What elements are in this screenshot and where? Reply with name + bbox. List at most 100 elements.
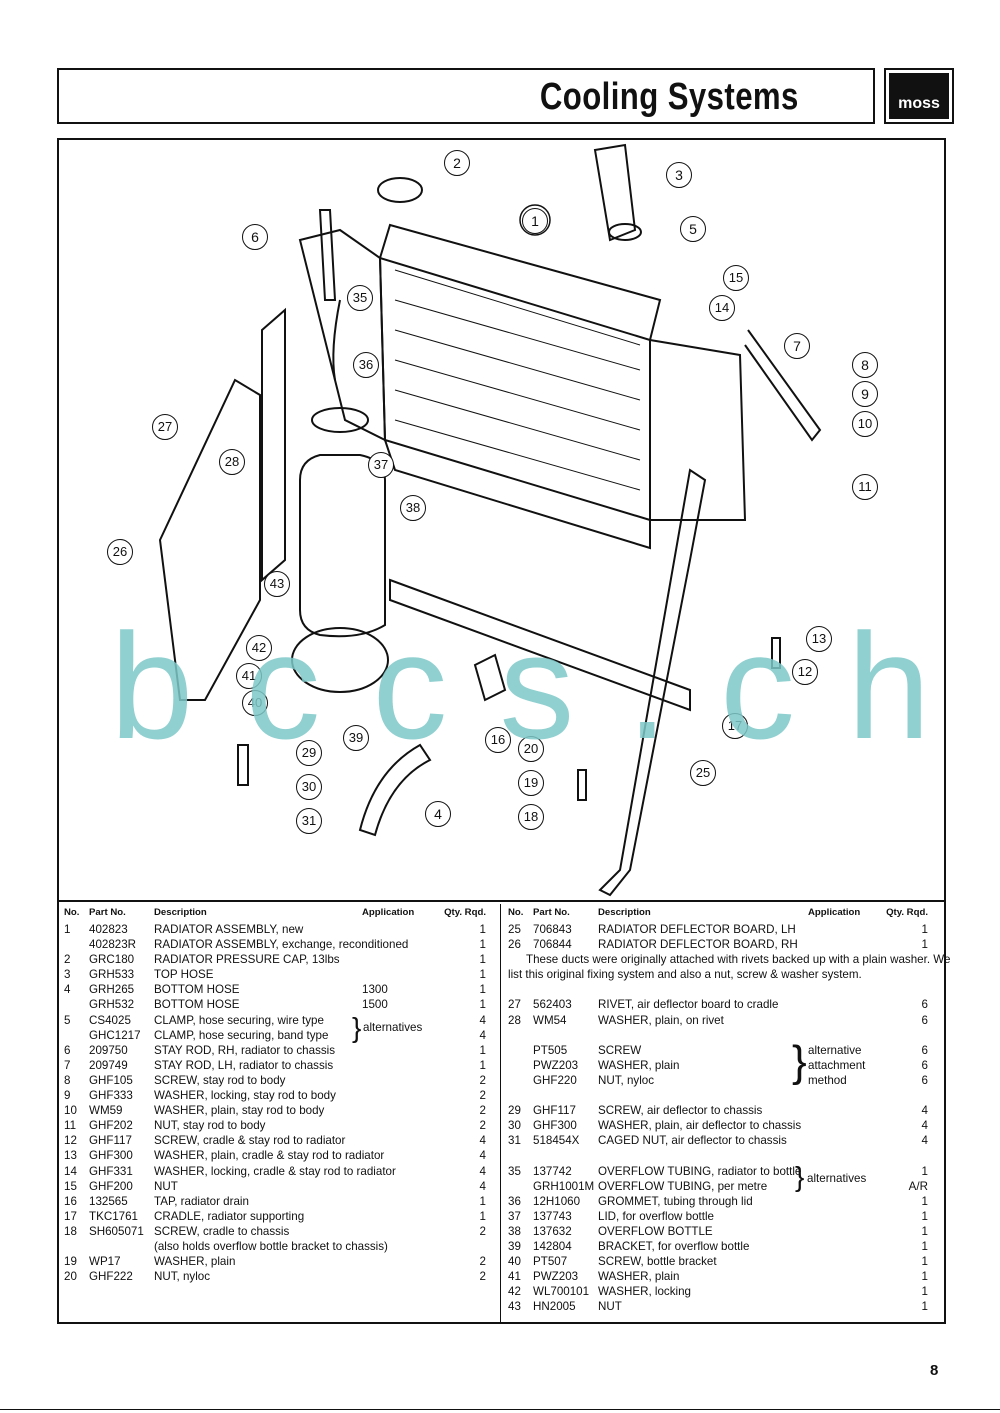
callout-15: 15 [723, 265, 749, 291]
cell-part: 209750 [89, 1043, 128, 1057]
cell-qty: 6 [921, 998, 928, 1012]
alt-brace: } [792, 1037, 807, 1086]
cell-part: 137632 [533, 1224, 572, 1238]
cell-part: WL700101 [533, 1285, 590, 1299]
callout-42: 42 [246, 635, 272, 661]
cell-part: SH605071 [89, 1224, 144, 1238]
cell-app: 1300 [362, 983, 388, 997]
cell-qty: 1 [921, 1194, 928, 1208]
cell-part: CS4025 [89, 1013, 131, 1027]
cell-qty: 1 [479, 1043, 486, 1057]
cell-desc: WASHER, plain, on rivet [598, 1013, 724, 1027]
cell-no: 26 [508, 938, 521, 952]
cell-desc: NUT [154, 1179, 178, 1193]
callout-14: 14 [709, 295, 735, 321]
cell-part: GHF105 [89, 1073, 133, 1087]
cell-part: GHF117 [533, 1104, 576, 1118]
cell-part: GHF202 [89, 1119, 133, 1133]
cell-desc: SCREW, cradle & stay rod to radiator [154, 1134, 346, 1148]
cell-no: 8 [64, 1073, 71, 1087]
cell-desc: OVERFLOW TUBING, per metre [598, 1179, 768, 1193]
cell-part: PT507 [533, 1255, 568, 1269]
cell-qty: 2 [479, 1224, 486, 1238]
callout-35: 35 [347, 285, 373, 311]
cell-qty: 1 [921, 1270, 928, 1284]
cell-qty: 4 [479, 1164, 486, 1178]
cell-qty: 2 [479, 1073, 486, 1087]
callout-20: 20 [518, 736, 544, 762]
cell-desc: WASHER, locking, cradle & stay rod to ra… [154, 1164, 396, 1178]
cell-qty: 2 [479, 1104, 486, 1118]
left-brace: } [352, 1012, 362, 1043]
cell-desc: NUT [598, 1300, 622, 1314]
cell-no: 28 [508, 1013, 521, 1027]
callout-36: 36 [353, 352, 379, 378]
cell-desc: GROMMET, tubing through lid [598, 1194, 753, 1208]
parts-table [59, 900, 944, 1324]
callout-5: 5 [680, 216, 706, 242]
cell-no: 29 [508, 1104, 521, 1118]
cell-qty: 4 [479, 1134, 486, 1148]
cell-no: 36 [508, 1194, 521, 1208]
callout-12: 12 [792, 659, 818, 685]
cell-no: 5 [64, 1013, 71, 1027]
cell-qty: 4 [921, 1119, 928, 1133]
callout-26: 26 [107, 539, 133, 565]
cell-qty: 4 [921, 1134, 928, 1148]
cell-no: 27 [508, 998, 521, 1012]
cell-part: GHF300 [89, 1149, 133, 1163]
cell-part: 132565 [89, 1194, 128, 1208]
cell-app: method [808, 1073, 847, 1087]
cell-qty: 4 [479, 1179, 486, 1193]
cell-no: 18 [64, 1224, 77, 1238]
cell-qty: 4 [479, 1149, 486, 1163]
cell-part: 209749 [89, 1058, 128, 1072]
cell-part: 706844 [533, 938, 572, 952]
cell-part: GHF200 [89, 1179, 133, 1193]
cell-part: GRC180 [89, 953, 135, 967]
cell-no: 1 [64, 923, 71, 936]
cell-desc: SCREW, bottle bracket [598, 1255, 717, 1269]
cell-qty: 2 [479, 1119, 486, 1133]
moss-logo: moss [884, 68, 954, 124]
callout-37: 37 [368, 452, 394, 478]
cell-no: 12 [64, 1134, 77, 1148]
cell-part: 142804 [533, 1239, 572, 1253]
cell-part: GHF331 [89, 1164, 133, 1178]
cell-part: 562403 [533, 998, 572, 1012]
cell-qty: 2 [479, 1270, 486, 1284]
callout-4: 4 [425, 801, 451, 827]
cell-desc: SCREW, air deflector to chassis [598, 1104, 763, 1118]
cell-part: GHF333 [89, 1089, 133, 1103]
cell-qty: 6 [921, 1073, 928, 1087]
cell-desc: OVERFLOW BOTTLE [598, 1224, 713, 1238]
callout-1: 1 [522, 208, 548, 234]
cell-app: 1500 [362, 998, 388, 1012]
cell-part: GHF300 [533, 1119, 577, 1133]
cell-no: 39 [508, 1239, 521, 1253]
right-rows-b: 29 GHF117 SCREW, air deflector to chassis 4… [508, 1103, 934, 1148]
cell-qty: 1 [921, 1224, 928, 1238]
cell-desc: BOTTOM HOSE [154, 998, 240, 1012]
cell-no: 11 [64, 1119, 77, 1133]
callout-17: 17 [722, 713, 748, 739]
callout-43: 43 [264, 571, 290, 597]
parts-column-right: No. Part No. Description Application Qty… [508, 905, 950, 1314]
